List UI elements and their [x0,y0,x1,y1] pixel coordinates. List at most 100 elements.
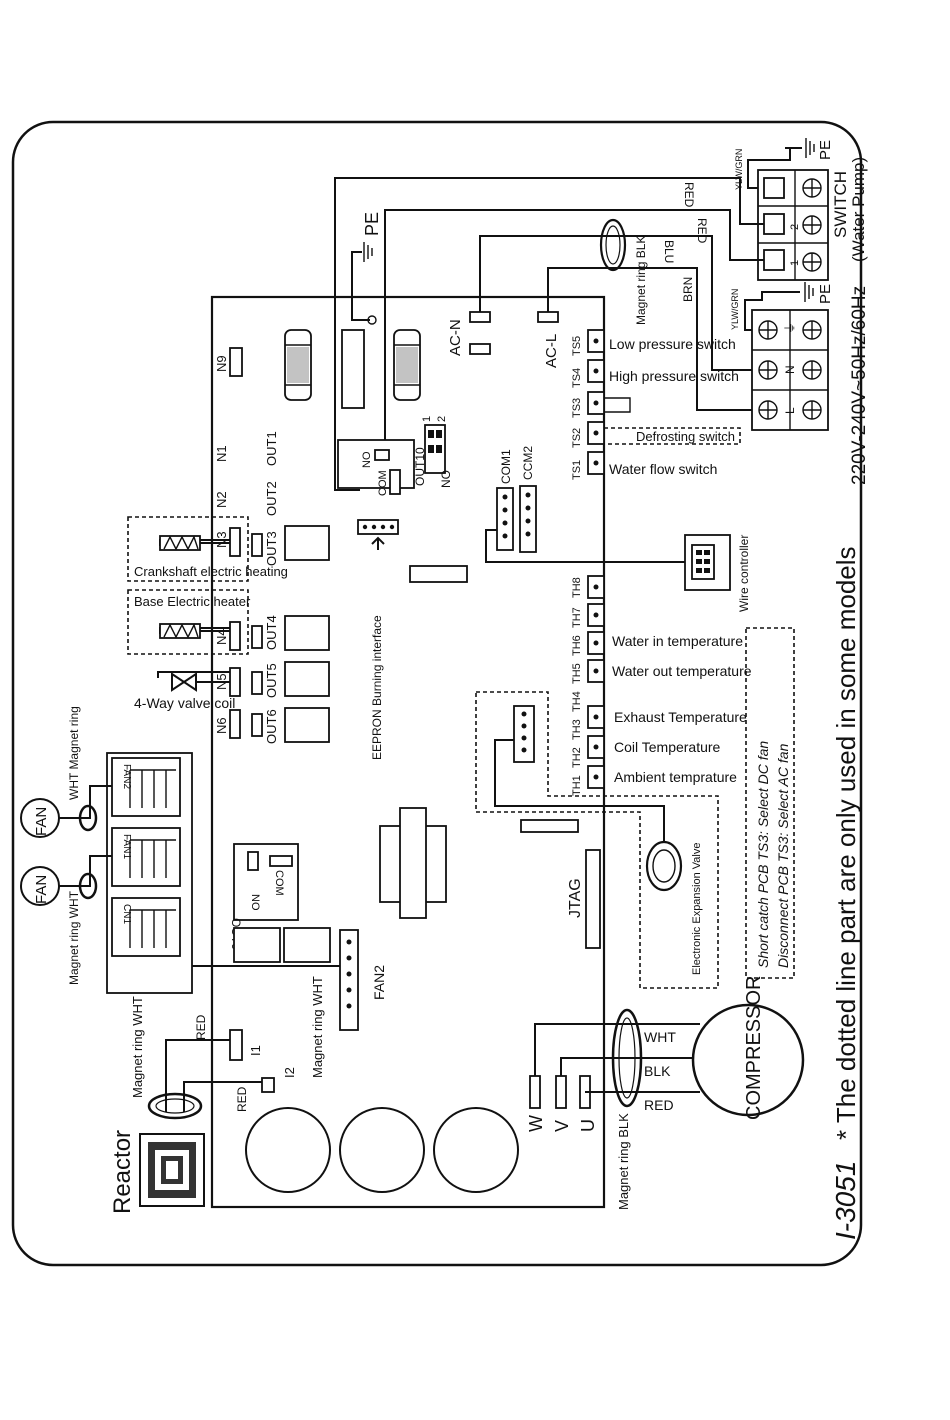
fan-bottom-icon [20,866,60,906]
comp-wire-blk: BLK [644,1063,671,1079]
th-terminal-strip [587,575,605,789]
i2-label: I2 [282,1067,297,1078]
dotted-line-note: * The dotted line part are only used in … [831,546,861,1140]
switch-pe-label: PE [817,140,834,160]
th4-label: TH4 [571,691,583,712]
out6-label: OUT6 [264,709,279,744]
terminal-n-label: N [783,365,797,374]
crankshaft-heater-icon [159,535,230,551]
fan-board-label-cn1: CN1 [121,904,132,924]
switch-pin-2: 2 [789,224,801,230]
reactor-label: Reactor [109,1130,136,1214]
fuse-holder [341,329,365,409]
ccm2-header [519,485,537,553]
comp-wire-wht: WHT [644,1029,676,1045]
out9-no-label: NO [249,894,261,911]
comp-ring-label: Magnet ring BLK [616,1113,631,1210]
defrost-switch-link [604,427,741,445]
ic-chip-2 [520,819,579,833]
power-ground-icon [780,282,814,302]
wire-reactor-red-2 [183,1081,262,1112]
cn1-port [111,897,181,957]
exhaust-label: Exhaust Temperature [614,709,747,725]
fan-board-label-fan1: FAN1 [121,834,132,859]
compressor-label: COMPRESSOR [743,976,765,1120]
terminal-l-label: L [783,407,797,414]
base-heater-dashed-region [127,589,249,655]
ts1-label: TS1 [571,460,583,480]
wire-controller [684,534,731,591]
out5-label: OUT5 [264,663,279,698]
power-pe-label: PE [817,284,834,304]
terminal-ground-label: ⏚ [783,322,797,334]
relay-block-a [233,927,281,963]
th5-label: TH5 [571,663,583,684]
fan2-label: FAN2 [371,965,387,1000]
v-terminal [555,1075,567,1109]
ts5-label: TS5 [571,336,583,356]
n2-label: N2 [214,491,229,508]
out9-com-contact [269,855,293,867]
com1-header [496,487,514,551]
high-pressure-label: High pressure switch [609,368,739,384]
out10-no-contact [374,449,390,461]
fan-bottom-label: FAN [33,875,50,904]
ts-terminal-strip [587,329,605,475]
low-pressure-label: Low pressure switch [609,336,736,352]
eev-label: Electronic Expansion Valve [691,843,703,975]
out10-com-contact [389,469,401,495]
water-flow-label: Water flow switch [609,461,717,477]
u-label: U [578,1119,598,1132]
reactor-wire-red-1: RED [194,1014,208,1040]
board-pe-label: PE [362,212,382,236]
choke-2 [393,329,421,401]
power-wire-blu: BLU [662,240,676,263]
wire-comp-wht [534,1023,700,1076]
wire-switch-red-2 [384,209,764,445]
main-ic [379,807,447,919]
wire-fan-top [58,785,112,819]
out4-label: OUT4 [264,615,279,650]
wire-fan-bottom [58,855,112,887]
fan-top-icon [20,798,60,838]
th1-label: TH1 [571,775,583,796]
crankshaft-dashed-region [127,516,249,582]
out10-nc-label: NO [439,470,453,488]
reactor-icon [139,1133,205,1207]
ic-chip-1 [409,565,468,583]
ac-n-label: AC-N [447,319,464,356]
wire-reactor-red-1 [165,1039,230,1112]
wire-power-blu [479,235,752,371]
th6-label: TH6 [571,635,583,656]
coil-label: Coil Temperature [614,739,721,755]
n-out-connectors [229,525,330,743]
jtag-header [585,849,601,949]
out10-jumper [424,424,446,474]
valve-label: 4-Way valve coil [134,695,235,711]
out10-label: OUT10 [413,447,427,486]
out3-label: OUT3 [264,531,279,566]
out9-no-contact [247,851,259,871]
reactor-wire-red-2: RED [235,1086,249,1112]
power-spec-label: 220V-240V~50Hz/60Hz [849,286,870,485]
power-wire-ylw: YLW/GRN [730,289,740,330]
switch-wire-ylw: YLW/GRN [734,149,744,190]
eev-dashed-region [475,691,719,989]
board-ground-icon [351,242,377,325]
ts4-label: TS4 [571,368,583,388]
compressor-magnet-ring [611,1008,643,1108]
fan-board-label-fan2: FAN2 [121,764,132,789]
capacitor-1 [245,1107,331,1193]
wire-power-ylw [744,291,780,331]
com1-label: COM1 [499,449,513,484]
n4-label: N4 [214,628,229,645]
n9-connector [229,347,243,377]
w-terminal [529,1075,541,1109]
out9-com-label: COM [273,870,285,896]
fan-bottom-ring-label: Magnet ring WHT [67,890,81,985]
base-heater-icon [159,623,230,639]
ac-l-connector [537,311,559,323]
wire-controller-label: Wire controller [737,535,751,612]
eev-connector [513,705,535,763]
